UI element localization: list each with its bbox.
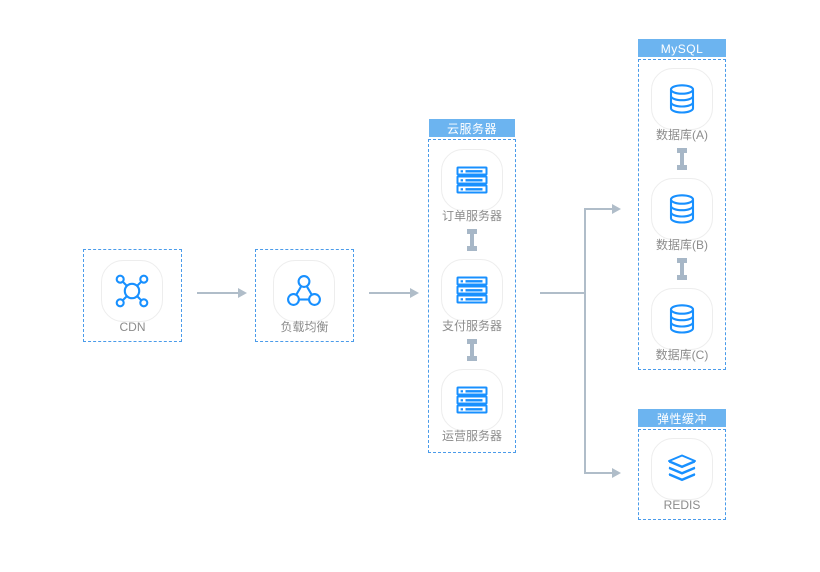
group-box-cache: [638, 429, 726, 520]
node-tile-cdn[interactable]: [101, 260, 163, 322]
group-box-cdn: [83, 249, 182, 342]
group-box-load-balancer: [255, 249, 354, 342]
node-label-order-server: 订单服务器: [441, 209, 502, 223]
connector-database-a-to-b: [675, 147, 689, 171]
node-tile-database-c[interactable]: [651, 288, 713, 350]
database-cylinder-icon: [662, 299, 702, 339]
node-tile-pay-server[interactable]: [441, 259, 503, 321]
cdn-network-icon: [112, 271, 152, 311]
node-label-cdn: CDN: [119, 320, 146, 334]
node-tile-load-balancer[interactable]: [273, 260, 335, 322]
node-label-redis: REDIS: [663, 498, 701, 512]
group-header-cache: 弹性缓冲: [638, 409, 726, 427]
node-tile-order-server[interactable]: [441, 149, 503, 211]
database-cylinder-icon: [662, 189, 702, 229]
node-label-pay-server: 支付服务器: [441, 319, 502, 333]
connector-cdn-to-load-balancer: [197, 288, 247, 298]
node-label-load-balancer: 负载均衡: [280, 320, 329, 334]
load-balancer-icon: [284, 271, 324, 311]
connector-order-to-pay-server: [465, 228, 479, 252]
database-cylinder-icon: [662, 79, 702, 119]
node-label-database-b: 数据库(B): [656, 238, 708, 252]
node-tile-database-b[interactable]: [651, 178, 713, 240]
connector-cloud-server-to-storage: [540, 204, 630, 485]
node-tile-database-a[interactable]: [651, 68, 713, 130]
node-label-database-a: 数据库(A): [656, 128, 708, 142]
server-rack-icon: [452, 270, 492, 310]
group-header-mysql: MySQL: [638, 39, 726, 57]
node-tile-ops-server[interactable]: [441, 369, 503, 431]
group-box-mysql: [638, 59, 726, 370]
server-rack-icon: [452, 380, 492, 420]
connector-database-b-to-c: [675, 257, 689, 281]
node-label-database-c: 数据库(C): [655, 348, 709, 362]
group-box-cloud-server: [428, 139, 516, 453]
group-header-cloud-server: 云服务器: [429, 119, 515, 137]
connector-load-balancer-to-cloud-server: [369, 288, 419, 298]
node-label-ops-server: 运营服务器: [441, 429, 502, 443]
node-tile-redis[interactable]: [651, 438, 713, 500]
connector-pay-to-ops-server: [465, 338, 479, 362]
server-rack-icon: [452, 160, 492, 200]
stacked-layers-icon: [662, 449, 702, 489]
